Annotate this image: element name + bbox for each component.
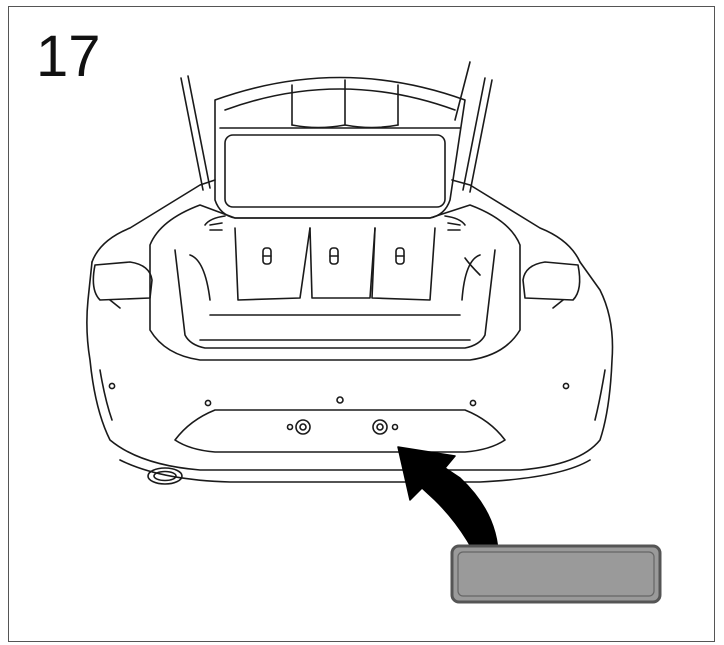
hatch-strut-right <box>454 61 493 193</box>
tail-light-left <box>92 261 153 309</box>
open-tailgate <box>214 76 466 219</box>
parking-sensors <box>108 382 570 407</box>
tail-light-right <box>522 261 581 309</box>
trunk-opening <box>149 204 521 361</box>
plate-mount-right <box>372 419 399 435</box>
camera <box>336 396 344 404</box>
license-plate-recess <box>174 409 506 453</box>
plate-mount-left <box>286 419 311 435</box>
step-number: 17 <box>36 24 101 89</box>
car-body <box>86 179 614 483</box>
license-plate-icon <box>450 544 662 604</box>
seat-latches <box>262 247 405 265</box>
hatch-strut-left <box>180 75 211 191</box>
exhaust-tip <box>147 467 183 485</box>
instruction-panel <box>8 6 715 642</box>
